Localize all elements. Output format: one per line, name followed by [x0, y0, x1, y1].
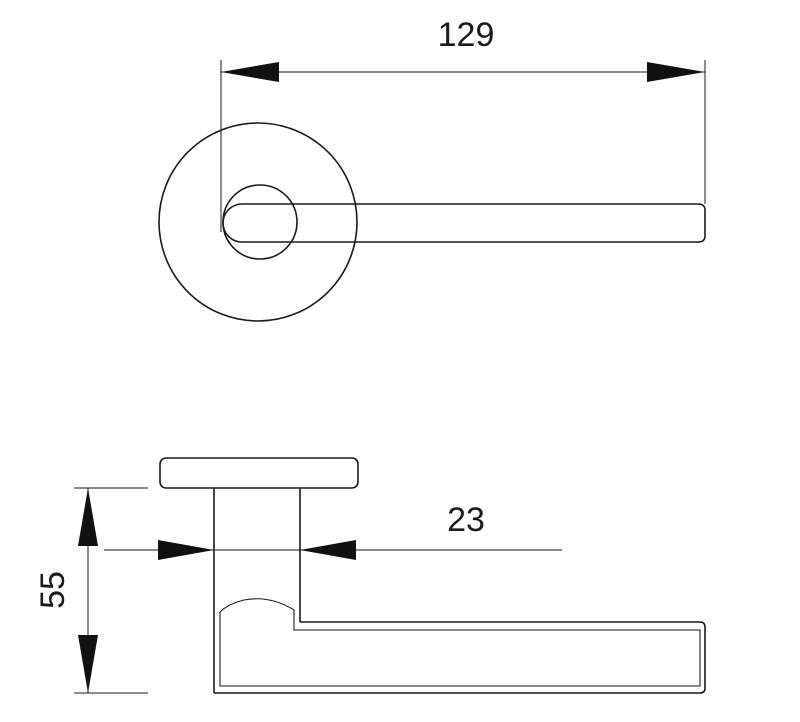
dimension-arrow-down: [78, 635, 98, 693]
side-view: 55 23: [34, 457, 706, 694]
top-view-rose: [158, 122, 358, 322]
dimension-arrow-left-inward: [300, 540, 356, 560]
top-view-neck: [222, 184, 298, 260]
height-dimension-label: 55: [34, 571, 72, 609]
dimension-arrow-left: [221, 62, 279, 82]
top-view-lever: [222, 203, 706, 243]
rose-diameter-dimension-label: 23: [447, 501, 485, 539]
dimension-arrow-up: [78, 488, 98, 546]
top-view: 129: [158, 16, 706, 322]
dimension-arrow-right-inward: [158, 540, 214, 560]
rose-diameter-dimension: 23: [104, 501, 562, 560]
side-view-rose-plate: [159, 457, 359, 489]
length-dimension: 129: [220, 16, 706, 232]
dimension-arrow-right: [647, 62, 705, 82]
length-dimension-label: 129: [438, 16, 495, 54]
side-view-lever: [214, 621, 706, 694]
height-dimension: 55: [34, 487, 148, 694]
